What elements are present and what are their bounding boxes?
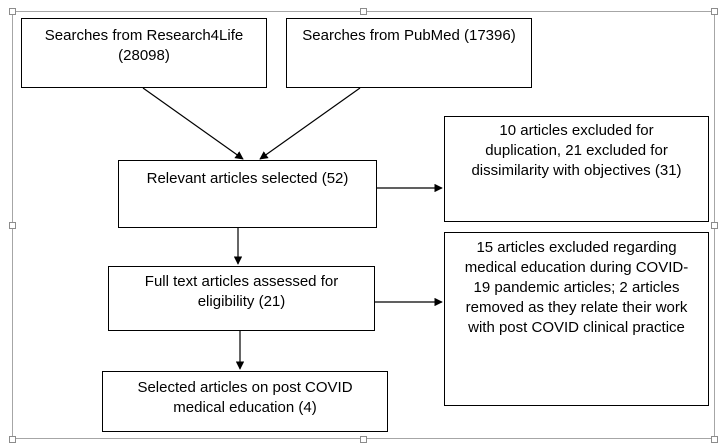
research4life-line1: Searches from Research4Life [44, 27, 244, 44]
fulltext-assessed-box[interactable]: Full text articles assessed for eligibil… [108, 266, 375, 331]
relevant-articles-box[interactable]: Relevant articles selected (52) [118, 160, 377, 228]
excluded-second-line4: removed as they relate their work [465, 299, 688, 316]
fulltext-line1: Full text articles assessed for [144, 273, 339, 290]
resize-handle-top-center[interactable] [360, 8, 367, 15]
selected-articles-box[interactable]: Selected articles on post COVID medical … [102, 371, 388, 432]
relevant-line1: Relevant articles selected (52) [146, 170, 349, 187]
excluded-second-line2: medical education during COVID- [464, 259, 689, 276]
pubmed-line1: Searches from PubMed (17396) [302, 27, 516, 44]
arrow-research4life-to-relevant [142, 87, 244, 160]
arrow-pubmed-to-relevant [259, 87, 361, 160]
resize-handle-middle-left[interactable] [9, 222, 16, 229]
excluded-duplication-box[interactable]: 10 articles excluded for duplication, 21… [444, 116, 709, 222]
resize-handle-top-right[interactable] [711, 8, 718, 15]
resize-handle-bottom-right[interactable] [711, 436, 718, 443]
pubmed-searches-box[interactable]: Searches from PubMed (17396) [286, 18, 532, 88]
excluded-second-line1: 15 articles excluded regarding [476, 239, 677, 256]
excluded-first-line2: duplication, 21 excluded for [485, 142, 668, 159]
selected-line2: medical education (4) [173, 399, 317, 416]
excluded-first-line3: dissimilarity with objectives (31) [471, 162, 682, 179]
research4life-line2: (28098) [118, 47, 170, 64]
excluded-second-line5: with post COVID clinical practice [468, 319, 685, 336]
excluded-first-line1: 10 articles excluded for [499, 122, 654, 139]
excluded-pandemic-box[interactable]: 15 articles excluded regarding medical e… [444, 232, 709, 406]
excluded-second-line3: 19 pandemic articles; 2 articles [473, 279, 680, 296]
selected-line1: Selected articles on post COVID [137, 379, 353, 396]
resize-handle-bottom-center[interactable] [360, 436, 367, 443]
resize-handle-top-left[interactable] [9, 8, 16, 15]
resize-handle-bottom-left[interactable] [9, 436, 16, 443]
resize-handle-middle-right[interactable] [711, 222, 718, 229]
research4life-searches-box[interactable]: Searches from Research4Life (28098) [21, 18, 267, 88]
fulltext-line2: eligibility (21) [197, 293, 286, 310]
